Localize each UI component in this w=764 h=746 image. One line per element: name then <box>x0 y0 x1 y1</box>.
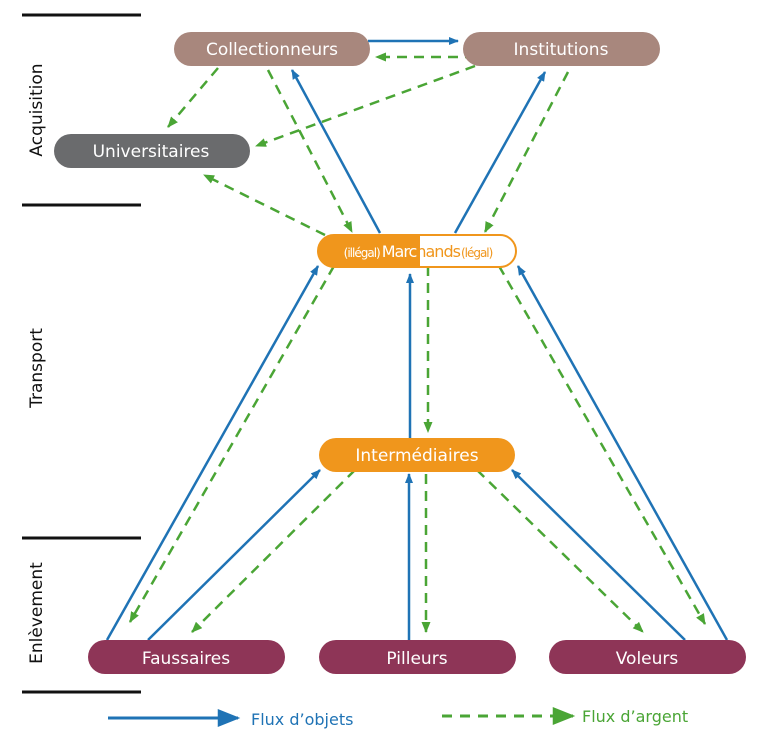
money-dealers-to-thieves <box>497 265 707 625</box>
node-institutions: Institutions <box>463 32 660 66</box>
node-institutions-box <box>463 32 660 66</box>
object-flows <box>105 37 729 641</box>
flow-forgers-to-dealers <box>105 265 320 641</box>
money-flows <box>128 52 707 633</box>
stage-separators <box>22 13 141 694</box>
money-intermediaries-to-forgers <box>191 469 356 633</box>
node-intermediaries-label: Intermédiaires <box>355 446 478 466</box>
dealers-illegal-part: Marc <box>382 242 417 261</box>
dealers-legal-part: hands <box>416 242 460 261</box>
dealers-legal-suffix: (légal) <box>461 246 493 260</box>
stage-label-acquisition: Acquisition <box>27 63 47 156</box>
money-intermediaries-to-thieves <box>476 469 644 633</box>
money-institutions-to-academics <box>255 64 476 148</box>
node-forgers: Faussaires <box>88 640 285 674</box>
node-collectors-box <box>174 32 370 66</box>
node-dealers-illegal-box <box>318 235 420 267</box>
node-looters-box <box>319 640 516 674</box>
dealers-illegal-prefix: (illégal) <box>344 246 380 260</box>
flow-dealers-to-collectors <box>290 69 382 234</box>
flow-thieves-to-intermediaries <box>511 469 686 641</box>
node-dealers-label: (illégal)Marchands(légal) <box>344 242 493 261</box>
node-dealers: (illégal)Marchands(légal) <box>317 234 517 268</box>
legend-money-label: Flux d’argent <box>582 707 688 726</box>
node-institutions-label: Institutions <box>514 40 609 60</box>
node-academics-box <box>54 134 250 168</box>
flow-forgers-to-intermediaries <box>147 469 321 641</box>
node-collectors-label: Collectionneurs <box>206 40 338 60</box>
node-looters: Pilleurs <box>319 640 516 674</box>
stage-label-transport: Transport <box>27 328 47 409</box>
money-institutions-to-dealers <box>483 71 570 233</box>
node-looters-label: Pilleurs <box>386 649 447 669</box>
money-dealers-to-forgers <box>128 265 336 623</box>
node-thieves-label: Voleurs <box>616 649 679 669</box>
node-academics-label: Universitaires <box>93 142 210 162</box>
legend: Flux d’objets Flux d’argent <box>108 707 688 729</box>
money-collectors-to-academics <box>167 67 219 128</box>
node-thieves-box <box>549 640 746 674</box>
stage-label-removal: Enlèvement <box>27 562 47 664</box>
money-collectors-to-dealers <box>266 69 354 233</box>
money-dealers-to-academics <box>203 173 326 237</box>
node-collectors: Collectionneurs <box>174 32 370 66</box>
node-intermediaries: Intermédiaires <box>319 438 515 472</box>
node-thieves: Voleurs <box>549 640 746 674</box>
node-forgers-box <box>88 640 285 674</box>
flow-thieves-to-dealers <box>516 265 729 641</box>
legend-objects-label: Flux d’objets <box>251 710 353 729</box>
node-forgers-label: Faussaires <box>142 649 230 669</box>
node-intermediaries-box <box>319 438 515 472</box>
flow-dealers-to-institutions <box>453 71 547 234</box>
node-academics: Universitaires <box>54 134 250 168</box>
